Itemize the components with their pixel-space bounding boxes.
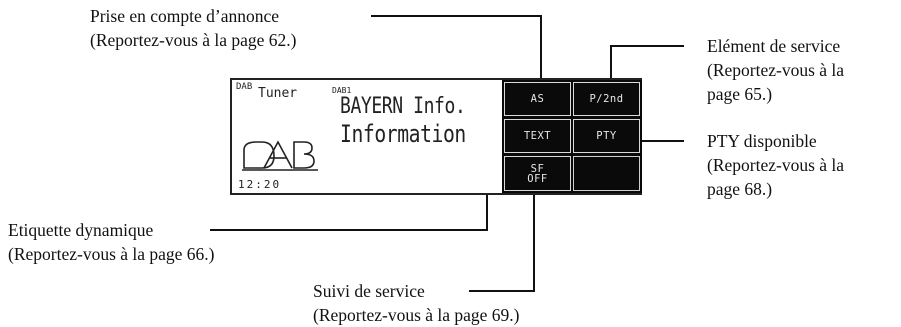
callout-dynamic-label-title: Etiquette dynamique <box>8 220 154 240</box>
p2nd-key[interactable]: P/2nd <box>573 82 640 116</box>
lcd-screen: DAB Tuner DAB1 BAYERN Info. Information … <box>230 78 642 195</box>
callout-service-component-ref2: page 65.) <box>707 84 773 104</box>
dab-logo-icon <box>242 140 318 171</box>
callout-pty-available-title: PTY disponible <box>707 131 817 151</box>
sf-key-line1: SF <box>530 162 545 175</box>
mode-label: Tuner <box>258 86 298 101</box>
callout-pty-available-ref1: (Reportez-vous à la <box>707 155 845 175</box>
callout-service-follow: Suivi de service (Reportez-vous à la pag… <box>313 279 520 327</box>
blank-key[interactable] <box>573 156 640 191</box>
callout-dynamic-label: Etiquette dynamique (Reportez-vous à la … <box>8 218 215 266</box>
callout-dynamic-label-ref: (Reportez-vous à la page 66.) <box>8 244 215 264</box>
sf-key-line2: OFF <box>527 172 548 185</box>
clock-readout: 12:20 <box>238 178 282 191</box>
callout-announce-title: Prise en compte d’annonce <box>90 6 280 26</box>
callout-service-component-ref1: (Reportez-vous à la <box>707 60 845 80</box>
callout-service-component: Elément de service (Reportez-vous à la p… <box>707 34 844 106</box>
callout-pty-available: PTY disponible (Reportez-vous à la page … <box>707 129 844 201</box>
text-key[interactable]: TEXT <box>504 119 571 153</box>
sf-off-key[interactable]: SF OFF <box>504 156 571 191</box>
as-key-label: AS <box>530 93 545 105</box>
station-info: Information <box>340 120 466 148</box>
callout-service-follow-ref: (Reportez-vous à la page 69.) <box>313 305 520 325</box>
callout-service-component-title: Elément de service <box>707 36 841 56</box>
p2nd-key-label: P/2nd <box>589 93 624 105</box>
callout-pty-available-ref2: page 68.) <box>707 179 773 199</box>
callout-announce: Prise en compte d’annonce (Reportez-vous… <box>90 4 297 52</box>
soft-key-grid: AS P/2nd TEXT PTY SF OFF <box>502 80 642 193</box>
leader-service-follow <box>469 190 535 292</box>
leader-service-component <box>610 45 684 88</box>
text-key-label: TEXT <box>523 130 552 142</box>
pty-key[interactable]: PTY <box>573 119 640 153</box>
callout-service-follow-title: Suivi de service <box>313 281 425 301</box>
leader-announce <box>371 15 542 88</box>
as-key[interactable]: AS <box>504 82 571 116</box>
station-name: BAYERN Info. <box>340 94 466 119</box>
pty-key-label: PTY <box>596 130 617 142</box>
channel-label: DAB1 <box>332 86 352 95</box>
source-label: DAB <box>236 82 253 92</box>
callout-announce-ref: (Reportez-vous à la page 62.) <box>90 30 297 50</box>
